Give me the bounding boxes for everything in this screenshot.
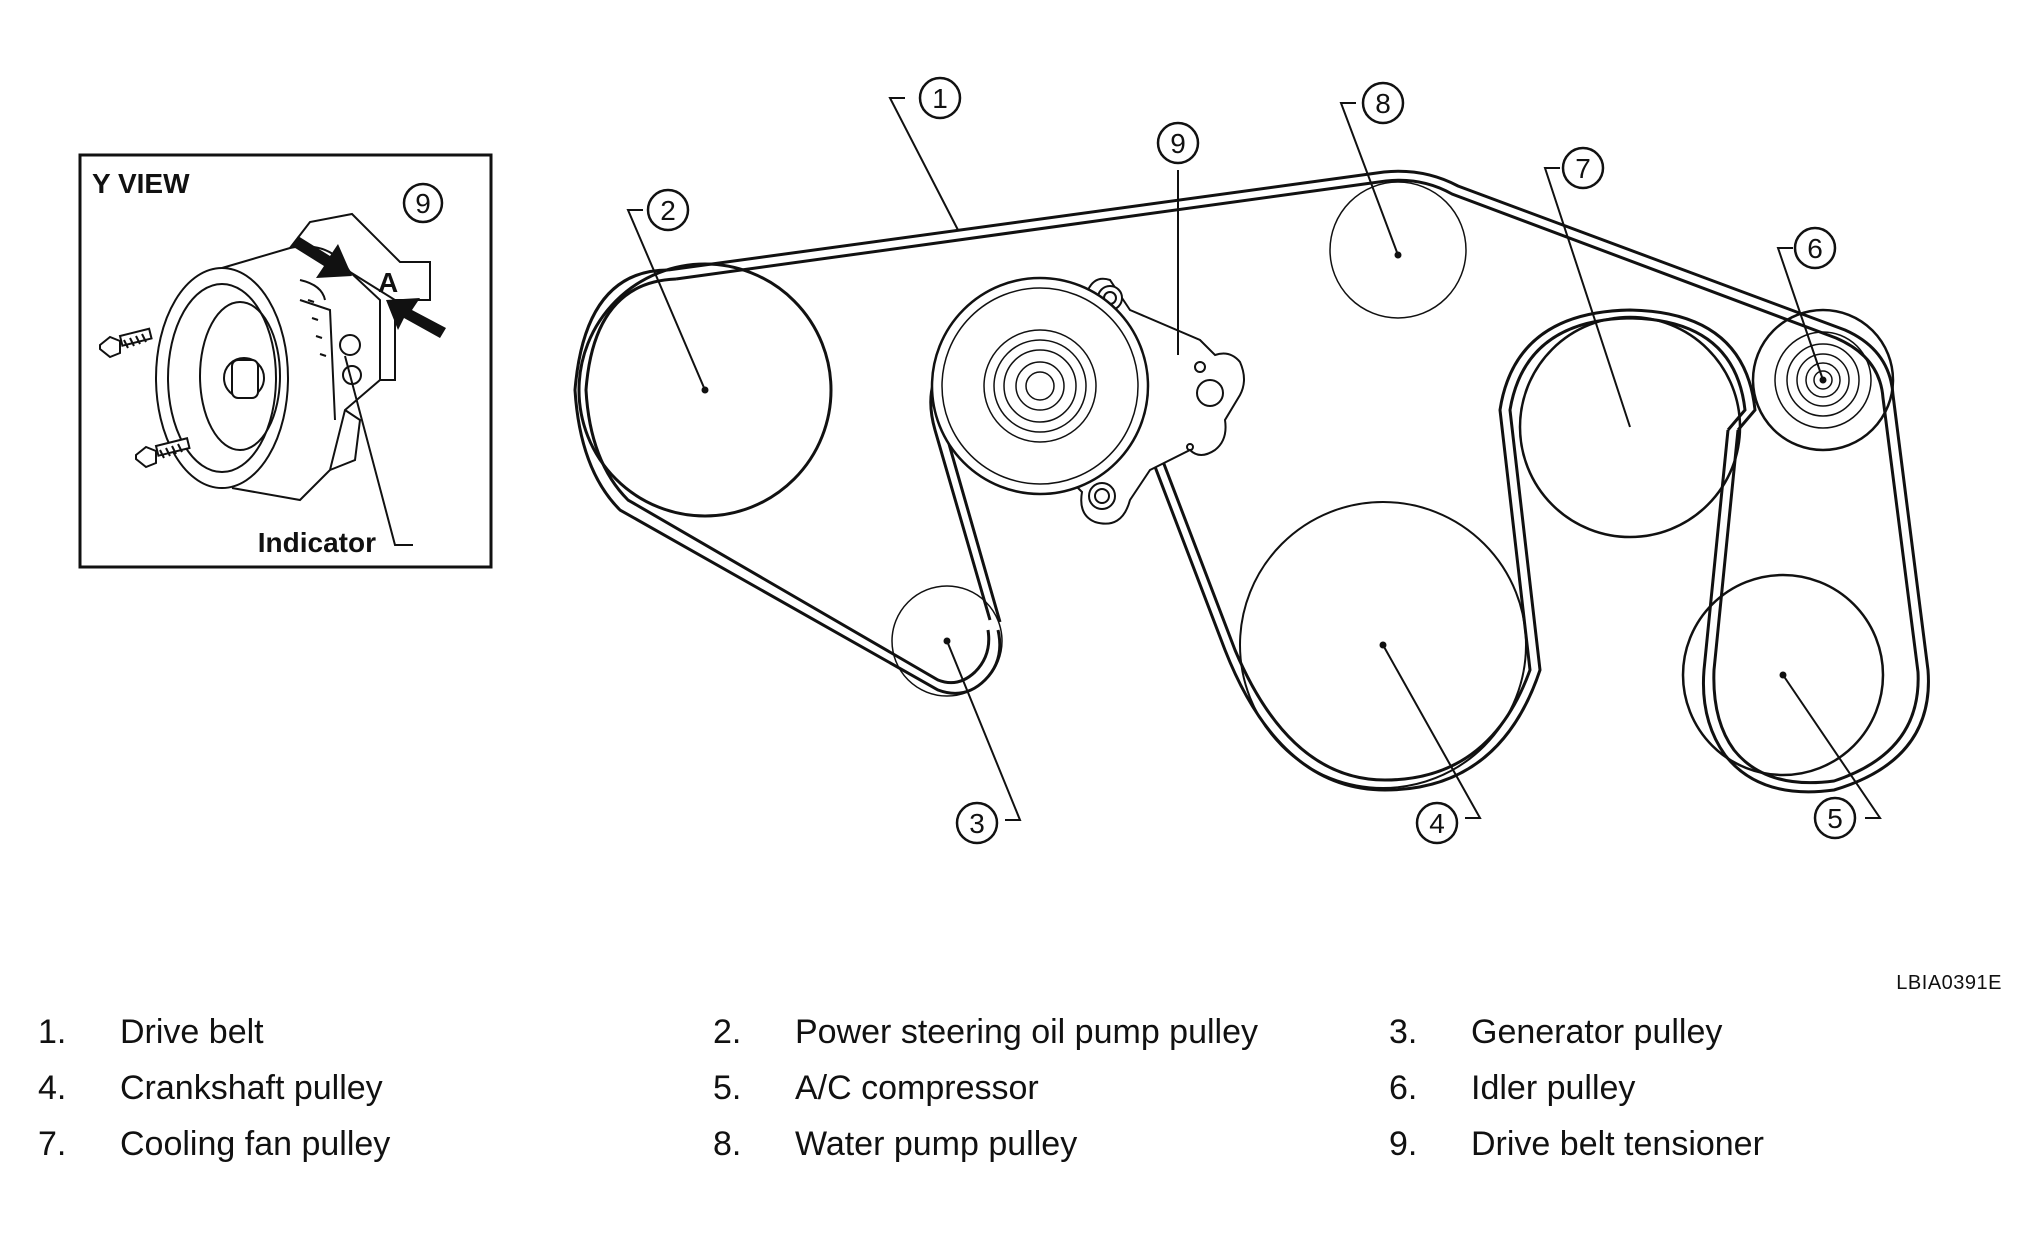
svg-text:3: 3	[969, 808, 985, 839]
indicator-leader	[344, 355, 413, 546]
image-code: LBIA0391E	[1896, 972, 2002, 994]
marker-a: A	[378, 267, 398, 298]
indicator-label: Indicator	[258, 527, 376, 558]
legend-number: 2.	[713, 1013, 742, 1051]
legend-number: 1.	[38, 1013, 67, 1051]
callout-6: 6	[1793, 226, 1837, 270]
legend-label: Cooling fan pulley	[120, 1125, 391, 1163]
svg-text:1: 1	[932, 83, 948, 114]
leader-lines	[626, 97, 1882, 821]
callout-4: 4	[1415, 801, 1459, 845]
bolt-icon	[135, 437, 191, 469]
legend-number: 4.	[38, 1069, 67, 1107]
y-view-callout-9: 9	[402, 182, 444, 224]
svg-text:5: 5	[1827, 803, 1843, 834]
legend-label: Idler pulley	[1471, 1069, 1636, 1107]
legend-label: Power steering oil pump pulley	[795, 1013, 1259, 1051]
svg-text:7: 7	[1575, 153, 1591, 184]
legend-number: 9.	[1389, 1125, 1418, 1163]
legend-label: Drive belt	[120, 1013, 264, 1051]
callout-3: 3	[955, 801, 999, 845]
y-view-title: Y VIEW	[92, 168, 190, 199]
callout-9: 9	[1156, 121, 1200, 165]
drive-belt-tensioner	[930, 276, 1245, 525]
arrow-icon	[386, 298, 446, 338]
callout-5: 5	[1813, 796, 1857, 840]
svg-text:8: 8	[1375, 88, 1391, 119]
idler-pulley	[1751, 308, 1895, 452]
svg-text:2: 2	[660, 195, 676, 226]
legend-label: Drive belt tensioner	[1471, 1125, 1764, 1163]
legend-label: A/C compressor	[795, 1069, 1039, 1107]
arrow-icon	[292, 236, 352, 278]
drive-belt	[660, 176, 1906, 801]
legend-label: Generator pulley	[1471, 1013, 1723, 1051]
bolt-icon	[99, 327, 153, 359]
svg-text:9: 9	[415, 188, 431, 219]
y-view-inset: Y VIEW 9	[78, 153, 493, 569]
svg-text:4: 4	[1429, 808, 1445, 839]
legend-number: 7.	[38, 1125, 67, 1163]
belt-routing-diagram: Y VIEW 9	[78, 76, 1930, 845]
callout-1: 1	[918, 76, 962, 120]
parts-legend: 1. Drive belt 2. Power steering oil pump…	[0, 1010, 2042, 1210]
callout-7: 7	[1561, 146, 1605, 190]
water-pump-pulley	[1329, 181, 1467, 319]
callout-2: 2	[646, 188, 690, 232]
svg-text:9: 9	[1170, 128, 1186, 159]
callout-8: 8	[1361, 81, 1405, 125]
legend-number: 5.	[713, 1069, 742, 1107]
legend-label: Crankshaft pulley	[120, 1069, 383, 1107]
cooling-fan-pulley	[1518, 315, 1742, 539]
legend-label: Water pump pulley	[795, 1125, 1078, 1163]
svg-text:6: 6	[1807, 233, 1823, 264]
legend-number: 6.	[1389, 1069, 1418, 1107]
legend-number: 8.	[713, 1125, 742, 1163]
legend-number: 3.	[1389, 1013, 1418, 1051]
